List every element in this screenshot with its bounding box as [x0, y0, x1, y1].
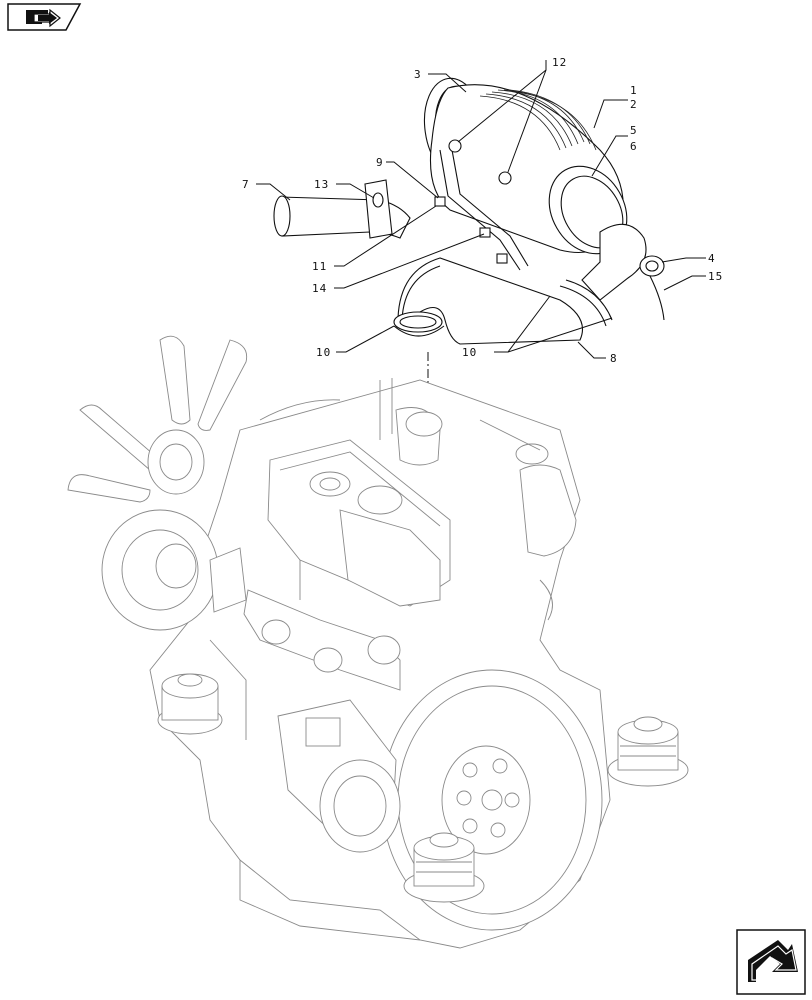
- nut-11: [496, 253, 508, 264]
- vacuum-indicator: [639, 255, 665, 321]
- cooling-fan: [67, 335, 248, 503]
- callout-4: 4: [708, 252, 716, 265]
- inlet-hose: [273, 179, 411, 239]
- engine-mount-left: [157, 673, 223, 735]
- book-back-arrow-icon: [26, 8, 61, 28]
- callout-7: 7: [242, 178, 250, 191]
- callout-2: 2: [630, 98, 638, 111]
- callout-13: 13: [314, 178, 329, 191]
- next-page-button[interactable]: [736, 929, 806, 995]
- callout-11: 11: [312, 260, 327, 273]
- callout-10-right: 10: [462, 346, 477, 359]
- callout-9: 9: [376, 156, 384, 169]
- back-navigation-button[interactable]: [7, 3, 82, 31]
- nut-14: [479, 227, 491, 238]
- callouts: 1 2 3 4 5 6 7 9 10 10 11 12 13: [242, 56, 723, 365]
- nut-9: [434, 196, 446, 207]
- bolt-12a: [448, 139, 462, 153]
- hose-clamp-13: [364, 179, 393, 239]
- starter-motor: [277, 699, 401, 853]
- callout-5: 5: [630, 124, 638, 137]
- callout-12: 12: [552, 56, 567, 69]
- callout-3: 3: [414, 68, 422, 81]
- engine-mount-right: [607, 716, 689, 787]
- air-filter-assembly: [423, 77, 665, 327]
- callout-8: 8: [610, 352, 618, 365]
- filter-element-ribs: [479, 89, 597, 151]
- engine-block: [67, 335, 689, 949]
- bolt-12b: [498, 171, 512, 185]
- callout-14: 14: [312, 282, 327, 295]
- callout-1: 1: [630, 84, 638, 97]
- alternator: [101, 509, 247, 631]
- elbow-duct: [393, 257, 584, 345]
- callout-15: 15: [708, 270, 723, 283]
- page-next-arrow-icon: [748, 940, 798, 982]
- callout-10-left: 10: [316, 346, 331, 359]
- callout-6: 6: [630, 140, 638, 153]
- engine-mount-front: [403, 832, 485, 903]
